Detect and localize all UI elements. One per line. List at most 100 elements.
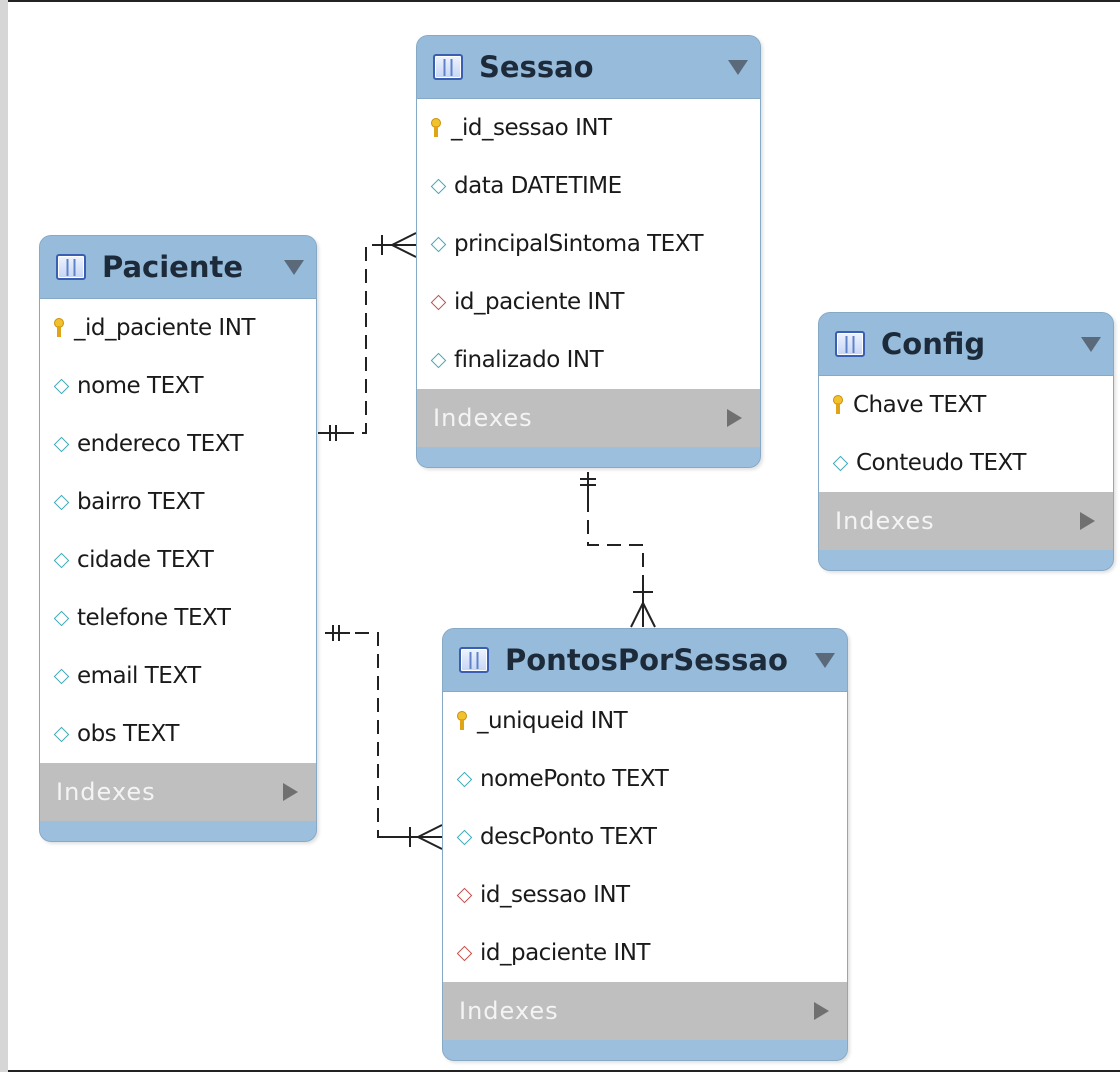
column-list: _uniqueid INT nomePonto TEXT descPonto T… [443,691,847,982]
cardinality-one-or-many-marker [630,585,656,628]
column-label: id_paciente INT [454,289,624,315]
expand-arrow-icon[interactable] [814,1002,829,1020]
table-icon [459,647,489,673]
cardinality-one-or-many-marker [380,232,417,258]
column-row[interactable]: cidade TEXT [40,531,316,589]
relationship-paciente-sessao-line [340,244,390,434]
column-row[interactable]: endereco TEXT [40,415,316,473]
column-label: cidade TEXT [77,547,214,573]
cardinality-one-and-only-one-marker [318,425,340,441]
column-label: nome TEXT [77,373,204,399]
column-label: _uniqueid INT [477,708,628,734]
foreign-key-diamond-icon [456,887,473,903]
column-row[interactable]: id_paciente INT [417,273,760,331]
indexes-section[interactable]: Indexes [40,763,316,821]
primary-key-icon [54,318,64,338]
column-row[interactable]: nome TEXT [40,357,316,415]
cardinality-one-and-only-one-marker [580,472,596,498]
column-label: id_paciente INT [480,940,650,966]
column-diamond-icon [832,455,849,471]
column-row[interactable]: id_paciente INT [443,924,847,982]
column-row[interactable]: telefone TEXT [40,589,316,647]
column-label: Conteudo TEXT [856,450,1026,476]
column-row[interactable]: email TEXT [40,647,316,705]
cardinality-one-or-many-marker [378,824,443,850]
collapse-arrow-icon[interactable] [815,652,835,668]
column-diamond-icon [430,178,447,194]
column-row[interactable]: data DATETIME [417,157,760,215]
entity-footer [417,447,760,467]
indexes-section[interactable]: Indexes [443,982,847,1040]
primary-key-icon [431,118,441,138]
column-list: _id_sessao INT data DATETIME principalSi… [417,98,760,389]
column-row[interactable]: Chave TEXT [819,376,1113,434]
table-icon [56,254,86,280]
entity-title: Sessao [479,50,594,84]
column-row[interactable]: Conteudo TEXT [819,434,1113,492]
column-label: id_sessao INT [480,882,630,908]
indexes-label: Indexes [835,507,935,535]
entity-title: Config [881,327,986,361]
column-diamond-icon [53,378,70,394]
column-diamond-icon [456,771,473,787]
column-row[interactable]: obs TEXT [40,705,316,763]
entity-pontos-por-sessao[interactable]: PontosPorSessao _uniqueid INT nomePonto … [442,628,848,1061]
column-label: email TEXT [77,663,201,689]
collapse-arrow-icon[interactable] [1081,336,1101,352]
expand-arrow-icon[interactable] [727,409,742,427]
primary-key-icon [833,395,843,415]
table-icon [433,54,463,80]
column-row[interactable]: descPonto TEXT [443,808,847,866]
indexes-label: Indexes [56,778,156,806]
column-row[interactable]: _id_paciente INT [40,299,316,357]
column-label: Chave TEXT [853,392,986,418]
column-diamond-icon [430,352,447,368]
relationship-paciente-pontos-line [355,632,392,838]
column-row[interactable]: nomePonto TEXT [443,750,847,808]
column-row[interactable]: id_sessao INT [443,866,847,924]
entity-footer [40,821,316,841]
column-row[interactable]: _uniqueid INT [443,692,847,750]
entity-header[interactable]: Config [819,313,1113,375]
indexes-section[interactable]: Indexes [819,492,1113,550]
relationship-sessao-pontos-line [587,498,644,590]
column-label: finalizado INT [454,347,604,373]
column-diamond-icon [53,726,70,742]
column-label: bairro TEXT [77,489,204,515]
entity-config[interactable]: Config Chave TEXT Conteudo TEXT Indexes [818,312,1114,571]
column-row[interactable]: finalizado INT [417,331,760,389]
entity-title: PontosPorSessao [505,643,788,677]
foreign-key-diamond-icon [430,294,447,310]
entity-footer [443,1040,847,1060]
table-icon [835,331,865,357]
collapse-arrow-icon[interactable] [284,259,304,275]
column-row[interactable]: principalSintoma TEXT [417,215,760,273]
column-diamond-icon [53,668,70,684]
entity-header[interactable]: PontosPorSessao [443,629,847,691]
entity-sessao[interactable]: Sessao _id_sessao INT data DATETIME prin… [416,35,761,468]
column-label: _id_paciente INT [74,315,255,341]
column-diamond-icon [53,436,70,452]
indexes-section[interactable]: Indexes [417,389,760,447]
entity-header[interactable]: Sessao [417,36,760,98]
column-label: _id_sessao INT [451,115,612,141]
column-label: endereco TEXT [77,431,244,457]
column-row[interactable]: bairro TEXT [40,473,316,531]
column-label: obs TEXT [77,721,179,747]
foreign-key-diamond-icon [456,945,473,961]
canvas-edge [0,0,8,1072]
column-list: Chave TEXT Conteudo TEXT [819,375,1113,492]
entity-title: Paciente [102,250,244,284]
indexes-label: Indexes [433,404,533,432]
expand-arrow-icon[interactable] [1080,512,1095,530]
entity-paciente[interactable]: Paciente _id_paciente INT nome TEXT ende… [39,235,317,842]
collapse-arrow-icon[interactable] [728,59,748,75]
column-diamond-icon [53,610,70,626]
column-row[interactable]: _id_sessao INT [417,99,760,157]
column-diamond-icon [53,494,70,510]
expand-arrow-icon[interactable] [283,783,298,801]
indexes-label: Indexes [459,997,559,1025]
column-diamond-icon [430,236,447,252]
entity-header[interactable]: Paciente [40,236,316,298]
